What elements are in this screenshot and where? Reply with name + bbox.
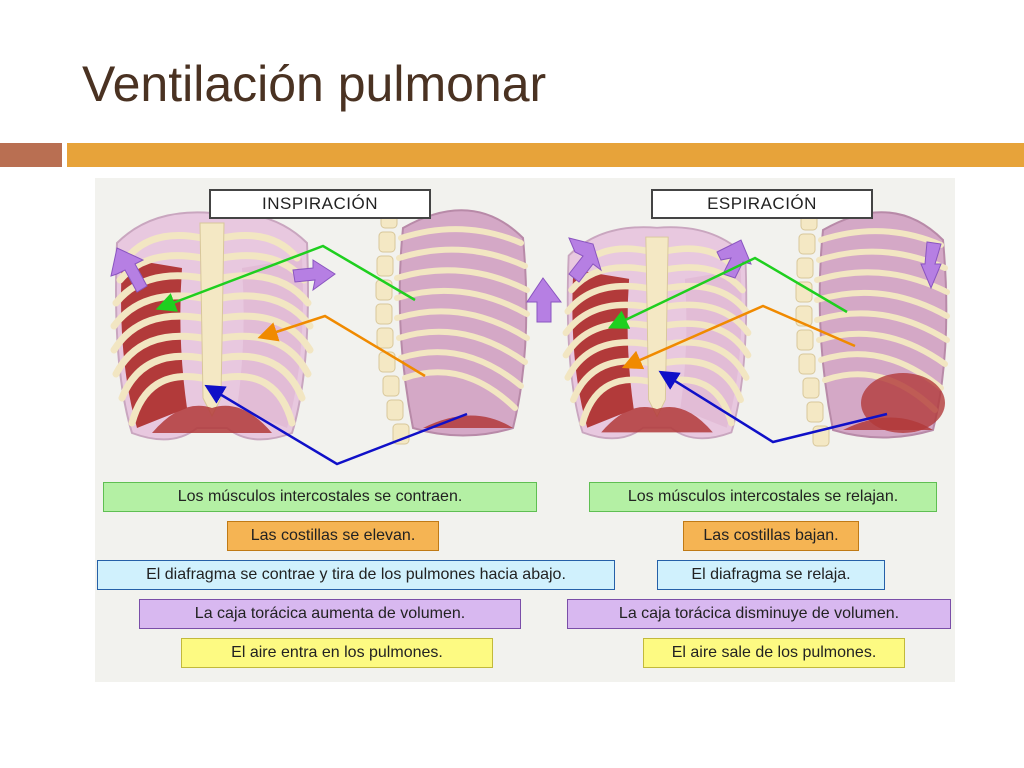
expiration-ribs-caption: Las costillas bajan. bbox=[683, 521, 859, 551]
expiration-header: ESPIRACIÓN bbox=[651, 189, 873, 219]
expiration-side-ribcage-illustration bbox=[796, 210, 947, 446]
expiration-diaphragm-caption: El diafragma se relaja. bbox=[657, 560, 885, 590]
inspiration-header: INSPIRACIÓN bbox=[209, 189, 431, 219]
expiration-volume-caption: La caja torácica disminuye de volumen. bbox=[567, 599, 951, 629]
inspiration-volume-caption: La caja torácica aumenta de volumen. bbox=[139, 599, 521, 629]
ventilation-diagram: INSPIRACIÓN ESPIRACIÓN Los músculos inte… bbox=[95, 178, 955, 682]
diagram-illustration bbox=[110, 178, 955, 466]
expiration-air-caption: El aire sale de los pulmones. bbox=[643, 638, 905, 668]
slide-title: Ventilación pulmonar bbox=[82, 56, 547, 112]
inspiration-ribs-caption: Las costillas se elevan. bbox=[227, 521, 439, 551]
expiration-pointer-arrows bbox=[607, 256, 888, 444]
title-divider-left bbox=[0, 143, 62, 167]
inspiration-expand-arrows bbox=[110, 247, 562, 323]
inspiration-air-caption: El aire entra en los pulmones. bbox=[181, 638, 493, 668]
expiration-contract-arrows bbox=[568, 237, 942, 290]
inspiration-muscles-caption: Los músculos intercostales se contraen. bbox=[103, 482, 537, 512]
inspiration-pointer-arrows bbox=[155, 244, 468, 466]
inspiration-side-ribcage-illustration bbox=[376, 208, 527, 444]
inspiration-front-ribcage-illustration bbox=[114, 212, 310, 439]
title-divider-right bbox=[67, 143, 1024, 167]
inspiration-diaphragm-caption: El diafragma se contrae y tira de los pu… bbox=[97, 560, 615, 590]
expiration-muscles-caption: Los músculos intercostales se relajan. bbox=[589, 482, 937, 512]
